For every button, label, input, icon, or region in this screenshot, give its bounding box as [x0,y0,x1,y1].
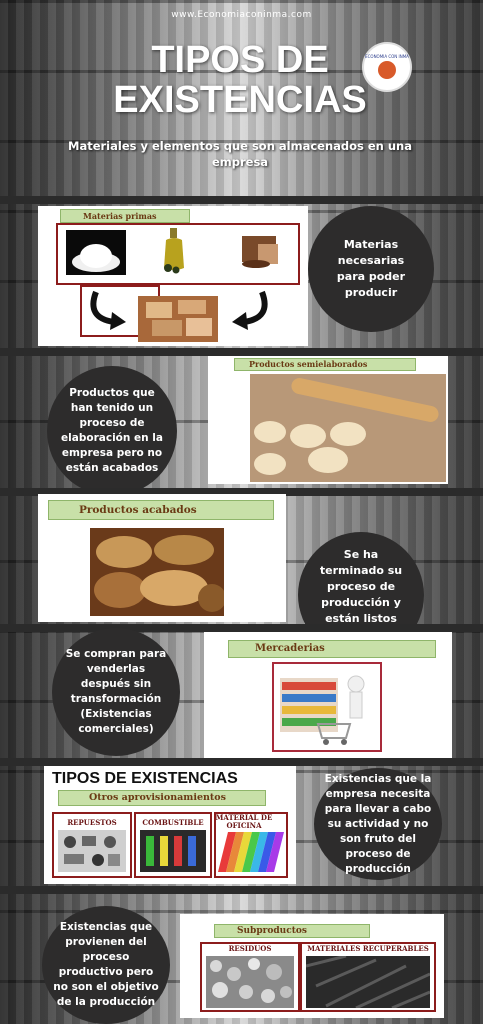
olive-oil-image [158,226,190,274]
combustible-title: COMBUSTIBLE [142,818,204,827]
site-url: www.Economiaconinma.com [171,10,312,20]
divider [0,624,483,632]
material-oficina-title: MATERIAL DE OFICINA [215,813,273,830]
flour-image [66,230,126,275]
repuestos-frame [52,812,132,878]
residuos-frame [200,942,300,1012]
raw-materials-frame [56,223,300,285]
otros-label: Otros aprovisionamientos [58,790,266,806]
fuel-image [140,830,206,872]
office-supplies-image [218,832,284,872]
mercaderias-label: Mercaderias [228,640,436,658]
dough-image [250,374,446,482]
cocoa-image [236,230,286,270]
mercaderias-frame [272,662,382,752]
curved-arrow-left-icon [232,290,268,330]
divider [0,886,483,894]
combustible-frame [134,812,212,878]
repuestos-title: REPUESTOS [67,818,117,827]
curved-arrow-right-icon [90,290,126,330]
cookies-image [138,296,218,342]
materias-primas-description: Materias necesarias para poder producir [308,206,434,332]
mercaderias-description: Se compran para venderlas después sin tr… [52,628,180,756]
shopping-cart-image [278,668,376,748]
divider [0,758,483,766]
semielaborados-label: Productos semielaborados [234,358,416,371]
page-title: TIPOS DE EXISTENCIAS [113,39,367,121]
recoverable-materials-image [306,956,430,1008]
material-oficina-frame [214,812,288,878]
otros-box-title: TIPOS DE EXISTENCIAS [52,770,238,787]
otros-description: Existencias que la empresa necesita para… [314,768,442,880]
residuos-title: RESIDUOS [228,944,272,953]
materiales-recuperables-title: MATERIALES RECUPERABLES [307,944,429,953]
spare-parts-image [58,830,126,872]
page-subtitle: Materiales y elementos que son almacenad… [68,139,412,169]
subproductos-description: Existencias que provienen del proceso pr… [42,906,170,1024]
divider [0,488,483,496]
divider [0,348,483,356]
acabados-label: Productos acabados [48,500,274,520]
divider [0,196,483,204]
logo-text: ECONOMIA CON INMA [365,53,409,59]
bread-image [90,528,224,616]
materias-primas-label: Materias primas [60,209,190,223]
materiales-recuperables-frame [300,942,436,1012]
person-icon [378,60,396,79]
header: www.Economiaconinma.com TIPOS DE EXISTEN… [0,0,483,200]
logo: ECONOMIA CON INMA [362,42,412,92]
subproductos-label: Subproductos [214,924,370,938]
waste-image [206,956,294,1008]
semielaborados-description: Productos que han tenido un proceso de e… [47,366,177,496]
